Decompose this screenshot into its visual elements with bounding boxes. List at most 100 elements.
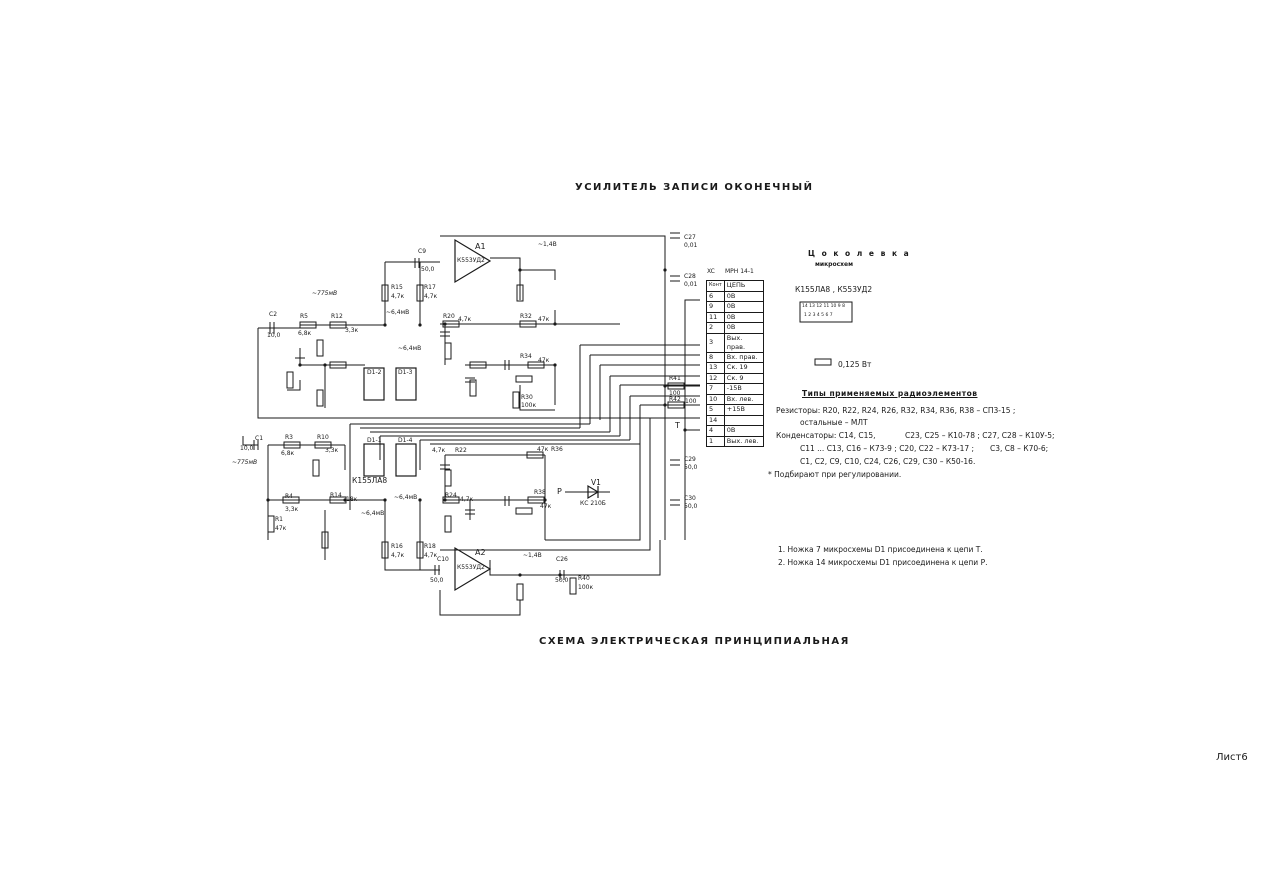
resistor-symbols-vertical xyxy=(267,284,577,601)
label-r18: R18 xyxy=(424,543,436,550)
label-c30-val: 50,0 xyxy=(684,503,698,510)
zener-diode-symbol xyxy=(587,484,600,500)
label-r42-val: 100 xyxy=(685,398,697,405)
label-r22: R22 xyxy=(455,447,467,454)
label-r10-val: 3,3к xyxy=(325,447,339,454)
label-v1: V1 xyxy=(591,478,601,487)
elements-line-2: остальные – МЛТ xyxy=(800,418,868,427)
label-r36-val: 47к xyxy=(537,446,549,453)
label-d1-3: D1-3 xyxy=(398,369,413,376)
label-c29-val: 50,0 xyxy=(684,464,698,471)
label-r15-val: 4,7к xyxy=(391,293,405,300)
label-r12: R12 xyxy=(331,313,343,320)
label-r3-val: 6,8к xyxy=(281,450,295,457)
label-c2: С2 xyxy=(269,311,278,318)
label-r40: R40 xyxy=(578,575,590,582)
label-r38-val: 47к xyxy=(540,503,552,510)
label-a2: А2 xyxy=(475,548,486,557)
label-r10: R10 xyxy=(317,434,329,441)
label-r41-val: 100 xyxy=(669,390,681,397)
elements-line-7: С1, С2, С9, С10, С24, С26, С29, С30 – К5… xyxy=(800,457,976,466)
connector-col-contact: Конт xyxy=(706,280,725,292)
connector-net: 0В xyxy=(723,290,765,302)
connector-net: 0В xyxy=(723,322,765,334)
label-r14: R14 xyxy=(330,492,342,499)
connector-net: 0В xyxy=(723,425,765,437)
label-r3: R3 xyxy=(285,434,293,441)
label-r42: R42 xyxy=(669,396,681,403)
label-c29: С29 xyxy=(684,456,696,463)
label-d1-type: К155ЛА8 xyxy=(352,476,388,485)
label-r30: R30 xyxy=(521,394,533,401)
label-d1-2: D1-2 xyxy=(367,369,382,376)
connector-pin: 6 xyxy=(706,290,725,302)
label-r40-val: 100к xyxy=(578,584,594,591)
connector-row: 5+15В xyxy=(706,404,765,416)
elements-line-6: С3, С8 – К70-6; xyxy=(990,444,1049,453)
connector-net: Вых. лев. xyxy=(723,435,765,447)
label-r20-val: 4,7к xyxy=(458,316,472,323)
connector-net: Вых. прав. xyxy=(723,332,765,353)
level-mid-2: ~6,4мВ xyxy=(398,345,422,352)
connector-net: 0В xyxy=(723,311,765,323)
label-c28: С28 xyxy=(684,273,696,280)
connector-net: Ск. 9 xyxy=(723,372,765,384)
level-in-right: ~775мВ xyxy=(312,290,338,297)
label-c10-val: 50,0 xyxy=(430,577,444,584)
label-r30-val: 100к xyxy=(521,402,537,409)
connector-pin: 10 xyxy=(706,393,725,405)
opamp-symbols xyxy=(454,238,492,592)
pinout-title: Ц о к о л е в к а xyxy=(808,249,911,258)
note-2: 2. Ножка 14 микросхемы D1 присоединена к… xyxy=(778,558,988,567)
pinout-pins-top: 14 13 12 11 10 9 8 xyxy=(802,304,845,309)
net-label-p: Р xyxy=(557,487,562,496)
label-v1-type: КС 210Б xyxy=(580,500,606,507)
label-r14-val: 18к xyxy=(346,496,358,503)
connector-net: -15В xyxy=(723,383,765,395)
connector-pin: 13 xyxy=(706,362,725,374)
wires xyxy=(242,235,700,616)
connector-xc: XC xyxy=(707,268,715,275)
connector-pin: 11 xyxy=(706,311,725,323)
label-c10: С10 xyxy=(437,556,449,563)
label-c30: С30 xyxy=(684,495,696,502)
label-c9-val: 50,0 xyxy=(421,266,435,273)
connector-type: МРН 14-1 xyxy=(725,268,754,275)
label-a1: А1 xyxy=(475,242,486,251)
elements-line-3: Конденсаторы: С14, С15, xyxy=(776,431,876,440)
pinout-pins-bottom: 1 2 3 4 5 6 7 xyxy=(804,313,833,318)
label-a1-type: К553УД2 xyxy=(457,257,485,264)
label-r4: R4 xyxy=(285,493,293,500)
label-r16-val: 4,7к xyxy=(391,552,405,559)
label-r41: R41 xyxy=(669,375,681,382)
label-r24: R24 xyxy=(445,492,457,499)
connector-pin: 12 xyxy=(706,372,725,384)
elements-line-8: * Подбирают при регулировании. xyxy=(768,470,902,479)
label-r18-val: 4,7к xyxy=(424,552,438,559)
drawing-title: Усилитель записи оконечный xyxy=(575,182,814,193)
connector-net xyxy=(723,414,765,426)
label-r32-val: 47к xyxy=(538,316,550,323)
label-r15: R15 xyxy=(391,284,403,291)
level-in-left: ~775мВ xyxy=(232,459,258,466)
label-c1-val: 10,0 xyxy=(240,445,254,452)
connector-row: 14 xyxy=(706,414,765,426)
label-d1-4: D1-4 xyxy=(398,437,413,444)
connector-pin: 3 xyxy=(706,332,725,353)
label-c28-val: 0,01 xyxy=(684,281,698,288)
label-r34: R34 xyxy=(520,353,532,360)
connector-pin: 9 xyxy=(706,301,725,313)
sheet-label: Лист6 xyxy=(1216,752,1248,763)
label-r20: R20 xyxy=(443,313,455,320)
